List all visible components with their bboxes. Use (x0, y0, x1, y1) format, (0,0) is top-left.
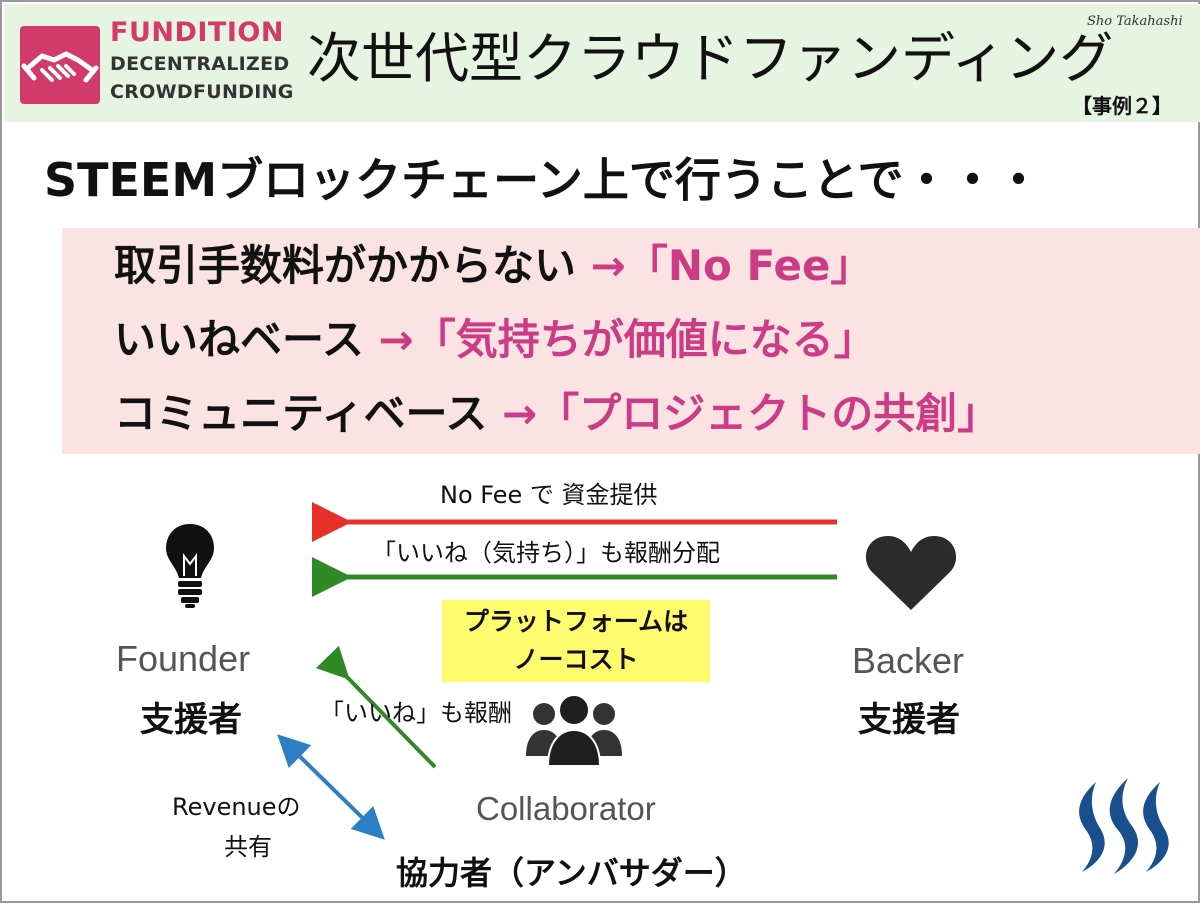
lightbulb-icon (162, 520, 218, 610)
logo-line-3: CROWDFUNDING (110, 81, 294, 103)
revenue-label-line-2: 共有 (224, 833, 272, 861)
header-band (4, 4, 1200, 122)
founder-label-jp: 支援者 (140, 700, 242, 740)
benefit-arrow: → (502, 389, 538, 438)
platform-cost-note: プラットフォームは ノーコスト (442, 600, 710, 682)
benefit-label: コミュニティベース (114, 389, 488, 438)
collaborator-label-en: Collaborator (476, 790, 656, 827)
logo-line-2: DECENTRALIZED (110, 53, 290, 75)
note-line-2: ノーコスト (513, 645, 639, 674)
founder-label-en: Founder (116, 638, 251, 679)
benefit-arrow: → (590, 241, 626, 290)
case-tag: 【事例２】 (1072, 94, 1172, 118)
fundition-logo: FUNDITION DECENTRALIZED CROWDFUNDING (20, 16, 293, 108)
collab-reward-label: 「いいね」も報酬 (320, 699, 512, 727)
headline: STEEMブロックチェーン上で行うことで・・・ (44, 153, 1042, 207)
backer-label-jp: 支援者 (858, 700, 960, 740)
funding-label: No Fee で 資金提供 (440, 481, 658, 509)
benefit-result: 「気持ちが価値になる」 (413, 315, 876, 364)
collaborator-label-jp: 協力者（アンバサダー） (396, 854, 747, 892)
benefit-result: 「No Fee」 (625, 241, 873, 290)
note-line-1: プラットフォームは (463, 607, 689, 636)
benefit-label: いいねベース (114, 315, 364, 364)
benefit-like-based: いいねベース →「気持ちが価値になる」 (114, 312, 876, 368)
people-group-icon (524, 690, 624, 768)
logo-line-1: FUNDITION (110, 17, 284, 48)
benefits-box (62, 228, 1200, 454)
benefit-community-based: コミュニティベース →「プロジェクトの共創」 (114, 386, 999, 442)
slide-title: 次世代型クラウドファンディング (307, 27, 1114, 90)
handshake-icon (20, 26, 100, 104)
benefit-arrow: → (378, 315, 414, 364)
author-name: Sho Takahashi (1087, 14, 1183, 29)
like-reward-label: 「いいね（気持ち）」も報酬分配 (372, 539, 720, 567)
benefit-label: 取引手数料がかからない (114, 241, 577, 290)
backer-label-en: Backer (852, 640, 965, 681)
arrow-revenue-share (277, 734, 385, 840)
benefit-no-fee: 取引手数料がかからない →「No Fee」 (114, 238, 872, 294)
arrow-collab-reward (315, 645, 437, 769)
steem-logo-icon (1070, 774, 1180, 878)
heart-icon (864, 532, 958, 612)
benefit-result: 「プロジェクトの共創」 (537, 389, 1000, 438)
revenue-label-line-1: Revenueの (172, 793, 301, 821)
